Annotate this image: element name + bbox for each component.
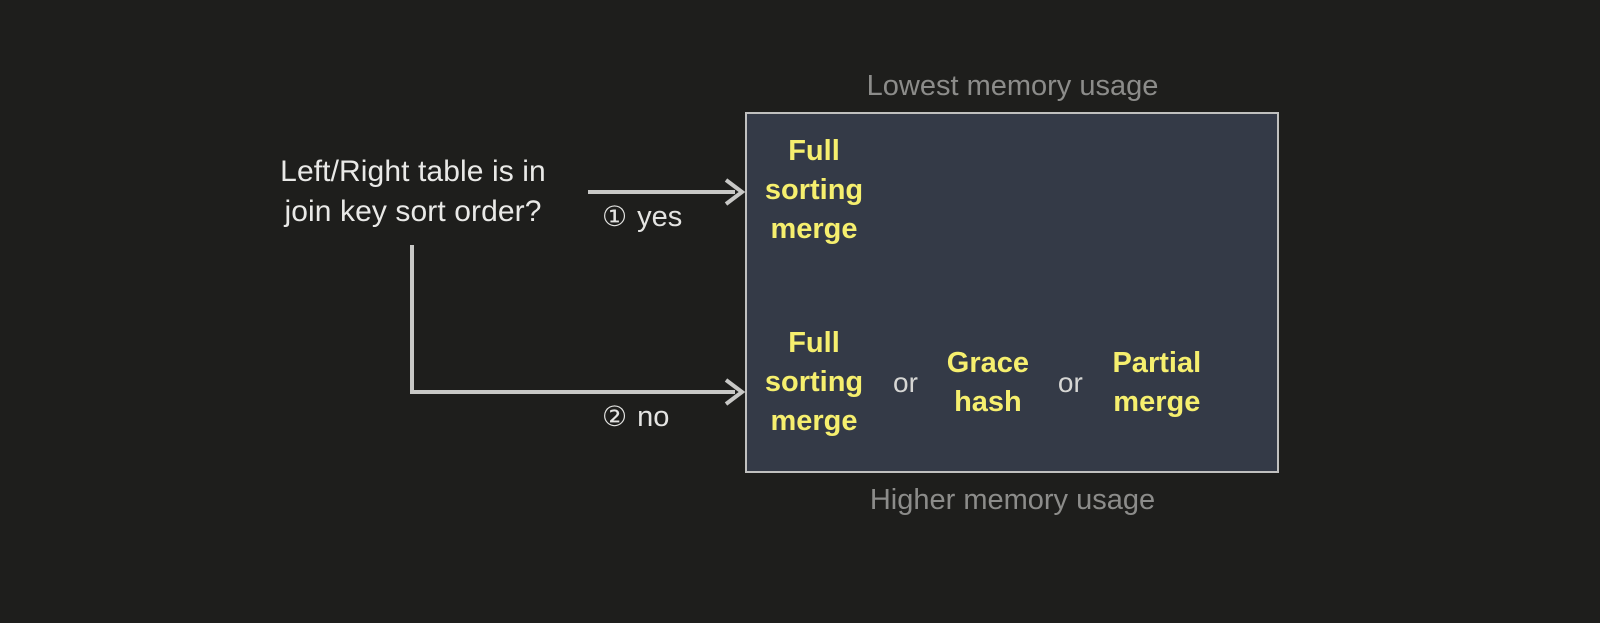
option-line-1: Full xyxy=(788,327,840,359)
decision-question: Left/Right table is in join key sort ord… xyxy=(248,152,578,232)
option-full-sorting-merge-sorted: Full sorting merge xyxy=(755,132,873,249)
option-separator-1: or xyxy=(893,366,918,398)
branch-marker-2-icon: ② xyxy=(602,400,629,433)
caption-lowest-memory: Lowest memory usage xyxy=(866,70,1159,102)
option-partial-merge: Partial merge xyxy=(1103,344,1211,422)
question-line-2: join key sort order? xyxy=(284,195,542,228)
option-line-2: merge xyxy=(1113,385,1201,418)
option-grace-hash: Grace hash xyxy=(938,344,1038,422)
option-line-2: hash xyxy=(954,385,1022,418)
option-line-2: sorting xyxy=(764,174,864,206)
join-strategy-panel: Full sorting merge Full sorting merge or… xyxy=(745,112,1279,473)
branch-label-no-text: no xyxy=(637,401,670,433)
option-separator-2: or xyxy=(1057,366,1083,398)
branch-label-yes-text: yes xyxy=(637,201,683,233)
option-row-sorted: Full sorting merge xyxy=(747,132,1277,249)
option-line-1: Full xyxy=(788,135,840,167)
option-line-2: sorting xyxy=(764,366,864,398)
question-line-1: Left/Right table is in xyxy=(280,155,546,188)
option-line-3: merge xyxy=(770,213,858,245)
option-line-1: Grace xyxy=(946,346,1030,379)
caption-higher-memory: Higher memory usage xyxy=(869,484,1156,516)
option-full-sorting-merge-unsorted: Full sorting merge xyxy=(755,324,873,441)
option-row-unsorted: Full sorting merge or Grace hash or Part… xyxy=(747,324,1277,441)
arrowhead-yes-icon xyxy=(724,178,746,206)
arrowhead-no-icon xyxy=(724,378,746,406)
branch-marker-1-icon: ① xyxy=(602,200,629,233)
connector-no-elbow xyxy=(410,245,735,394)
option-line-3: merge xyxy=(770,405,858,437)
option-line-1: Partial xyxy=(1112,346,1202,379)
